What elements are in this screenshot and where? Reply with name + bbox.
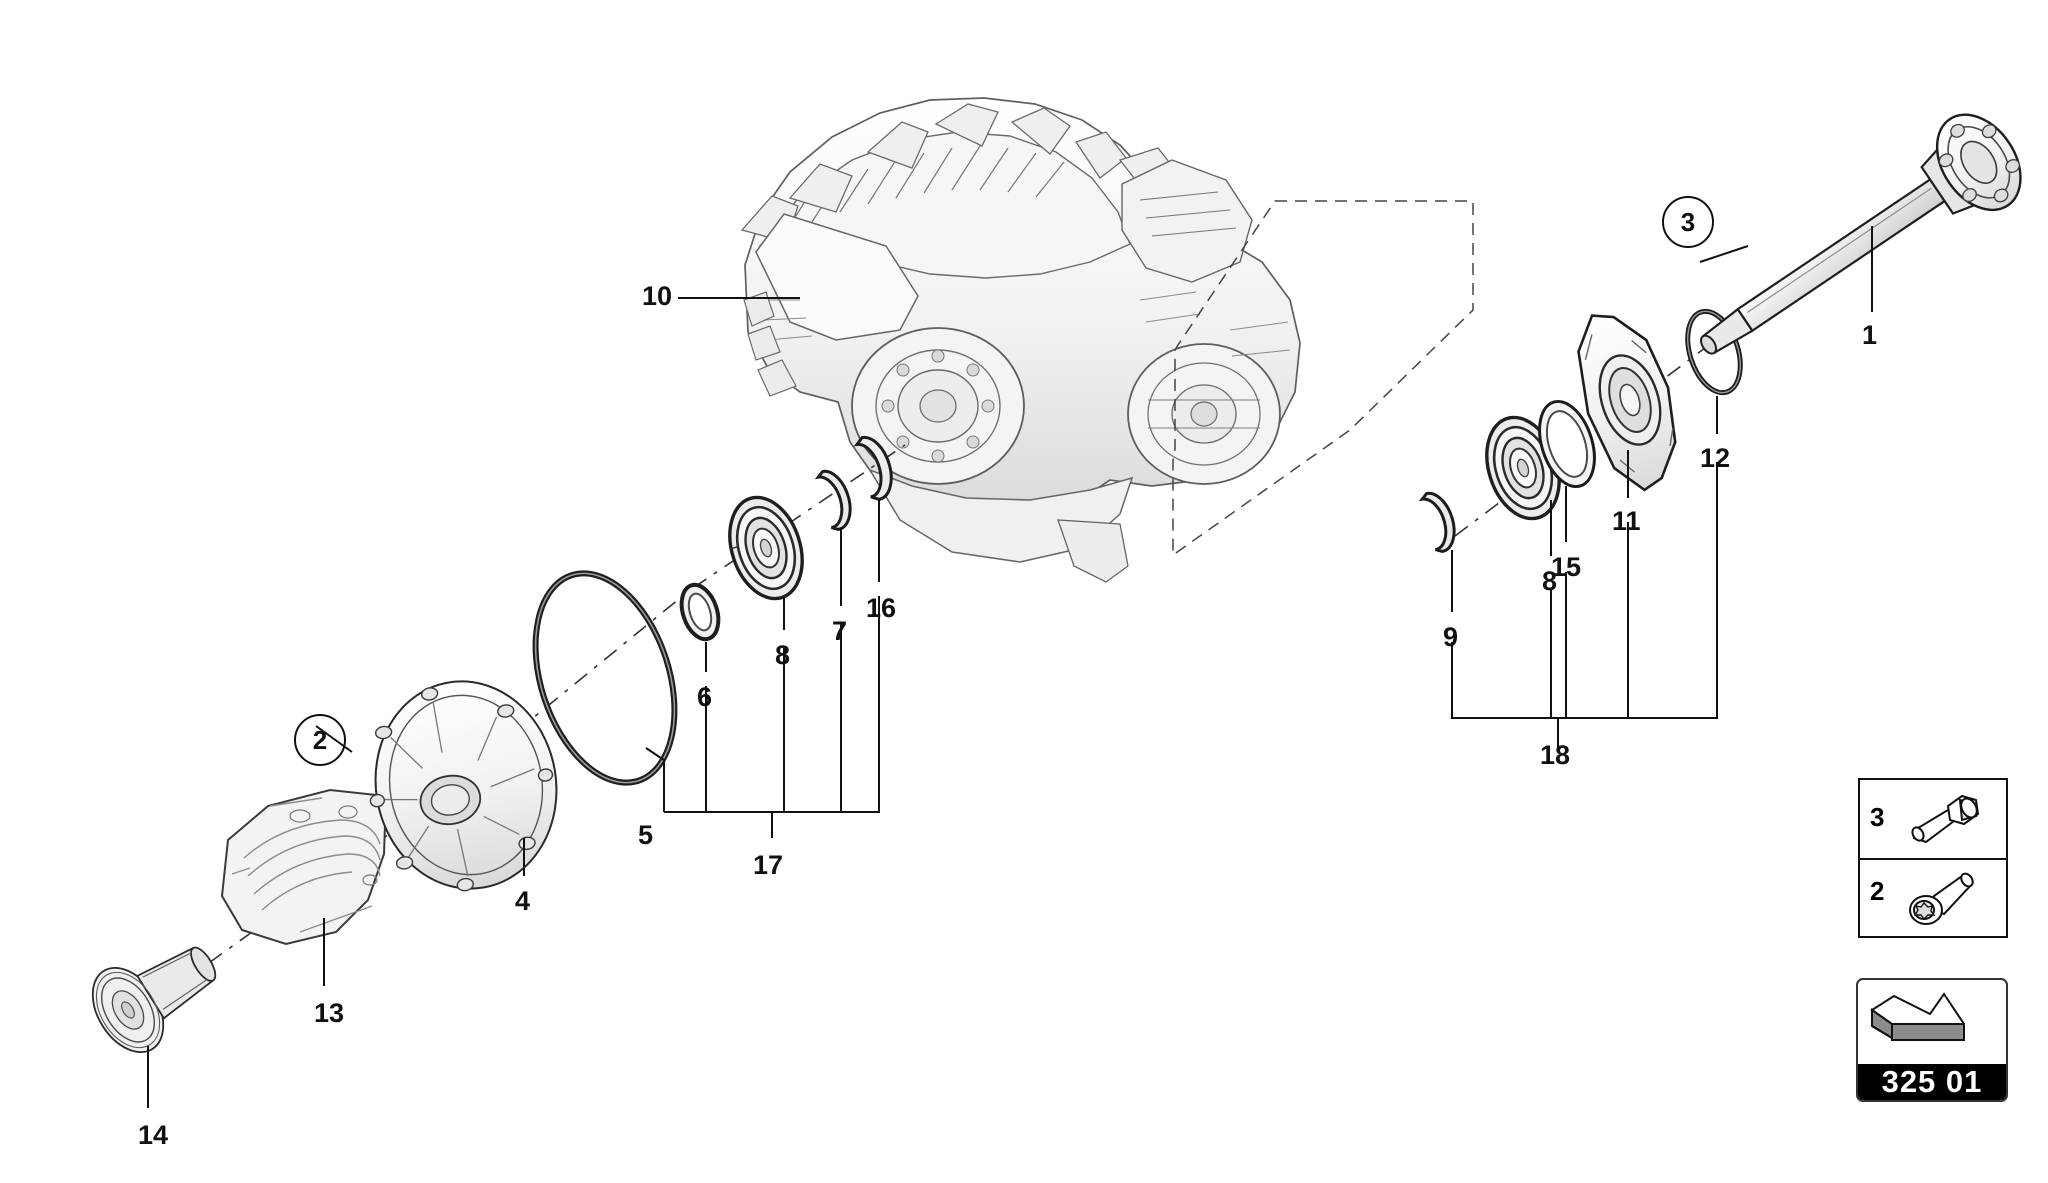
circlip-left-art [814,469,852,531]
wedge-block-icon [1870,992,1965,1041]
seal-ring-art [679,582,721,642]
bearing-flange-art [1577,314,1677,492]
o-ring-right-art [1685,308,1743,396]
legend-number-2: 2 [1870,876,1885,906]
bearing-cover-art [369,680,558,892]
circlip-right-art [1418,491,1456,553]
flange-shaft-left-art [91,946,217,1054]
callout-15[interactable]: 15 [1551,552,1582,582]
callout-1[interactable]: 1 [1862,320,1878,350]
diagram-code-card[interactable]: 325 01 [1856,978,2008,1102]
o-ring-large-art [532,570,678,786]
drive-shaft-art [1700,113,2022,355]
callout-7[interactable]: 7 [832,616,848,646]
callout-14[interactable]: 14 [138,1120,169,1150]
legend-number-3: 3 [1870,802,1885,832]
callout-11[interactable]: 11 [1612,506,1641,536]
callout-13[interactable]: 13 [314,998,345,1028]
diagram-code-label: 325 01 [1858,1064,2006,1100]
callout-12[interactable]: 12 [1700,443,1731,473]
torx-flange-bolt-icon [1909,872,1974,925]
ball-bearing-left-art [728,495,804,601]
hex-flange-bolt-icon [1911,794,1980,844]
region-outline-right [1172,200,1474,557]
callout-3-top[interactable]: 3 [1662,196,1714,248]
callout-8-left[interactable]: 8 [775,640,791,670]
callout-5[interactable]: 5 [638,820,654,850]
legend-row-2[interactable]: 2 [1860,858,2006,936]
bolt-legend-box: 3 2 [1858,778,2008,938]
heat-shield-art [220,788,388,946]
callout-9[interactable]: 9 [1443,622,1459,652]
callout-17[interactable]: 17 [753,850,784,880]
callout-10[interactable]: 10 [642,281,673,311]
snap-ring-inner-art [853,435,893,501]
leader-lines [147,226,1873,1108]
legend-row-3[interactable]: 3 [1860,780,2006,860]
transmission-assembly-art [740,97,1301,583]
shim-ring-art [1538,399,1596,489]
callout-4[interactable]: 4 [515,886,531,916]
callout-16[interactable]: 16 [866,593,897,623]
assembly-axis-lines [177,444,906,986]
callout-2-left[interactable]: 2 [294,714,346,766]
callout-6[interactable]: 6 [697,682,713,712]
callout-18[interactable]: 18 [1540,740,1571,770]
callout-8-right[interactable]: 8 [1542,566,1558,596]
